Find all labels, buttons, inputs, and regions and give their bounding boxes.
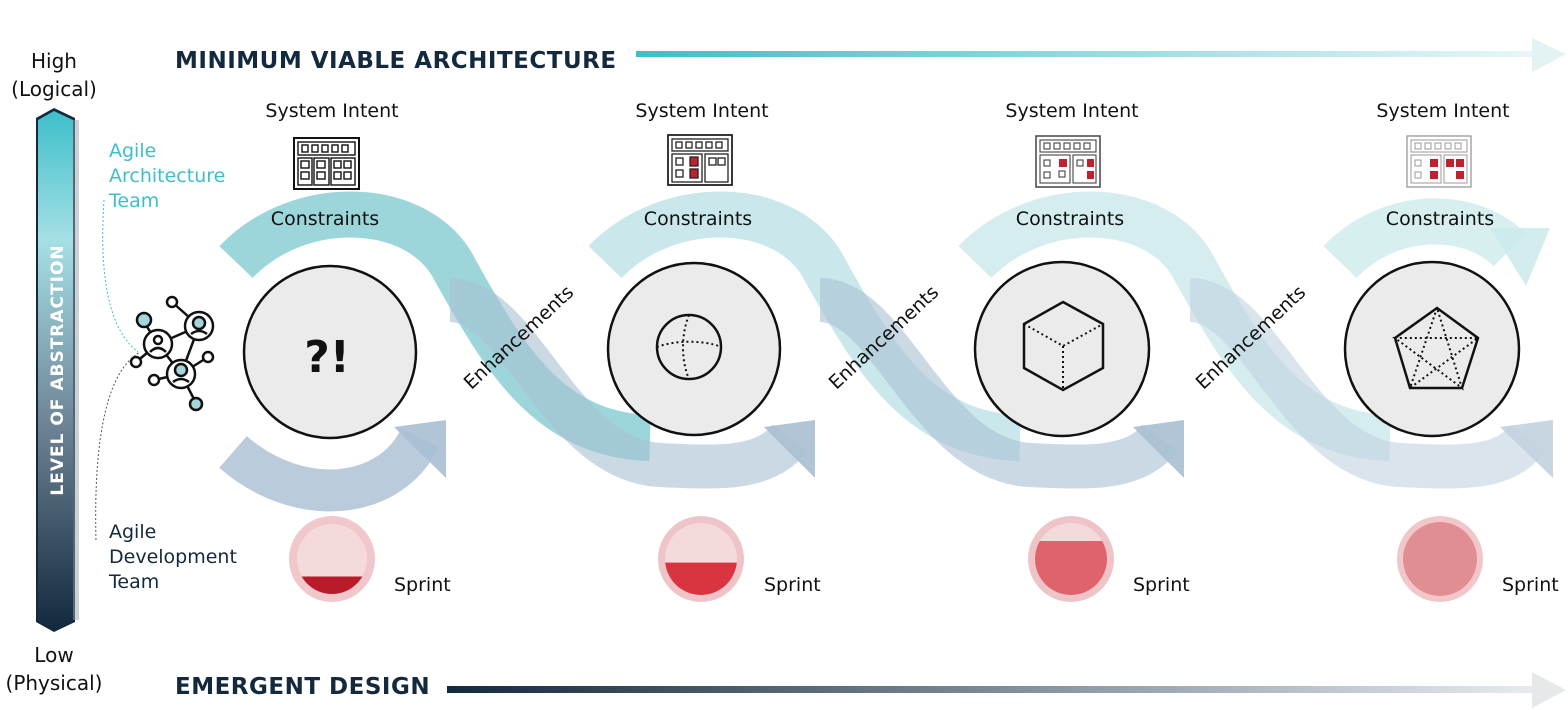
- axis-high-sub-label: (Logical): [11, 77, 97, 101]
- cube-icon: [1022, 300, 1105, 392]
- dev-team-label-3: Team: [108, 571, 159, 593]
- sprint-progress-3: [1028, 516, 1114, 602]
- pentagon-star-icon: [1391, 304, 1482, 391]
- arch-team-label-3: Team: [108, 190, 159, 212]
- sphere-icon: [655, 313, 723, 381]
- design-circle-4: [1343, 260, 1521, 438]
- design-circle-2: [606, 261, 782, 437]
- constraints-arrow-4: [1490, 228, 1550, 286]
- sprint-band-arrow-1: [394, 420, 446, 478]
- sprint-label-2: Sprint: [764, 574, 821, 596]
- arch-team-label-1: Agile: [109, 140, 156, 162]
- system-intent-label-1: System Intent: [265, 100, 398, 122]
- design-circle-1: ?!: [242, 264, 418, 440]
- system-intent-icon-1: [293, 137, 360, 190]
- abstraction-bar: [36, 108, 79, 632]
- dev-wave-3: [817, 278, 1178, 489]
- axis-low-label: Low: [34, 643, 73, 667]
- arch-team-connector: [102, 199, 139, 353]
- question-exclamation-symbol: ?!: [304, 332, 350, 383]
- sprint-band-arrow-3: [1133, 420, 1184, 478]
- bottom-gradient-arrow: [447, 672, 1566, 708]
- title-emergent-design: EMERGENT DESIGN: [175, 674, 430, 700]
- constraints-label-3: Constraints: [1016, 208, 1124, 230]
- sprint-label-4: Sprint: [1502, 574, 1559, 596]
- design-circle-3: [973, 260, 1151, 438]
- axis-high-label: High: [31, 49, 77, 73]
- constraints-label-2: Constraints: [644, 208, 752, 230]
- sprint-band-arrow-4: [1500, 420, 1553, 478]
- arch-team-label-2: Architecture: [109, 165, 225, 187]
- dev-wave-4: [1187, 278, 1546, 489]
- axis-title-level-of-abstraction: LEVEL OF ABSTRACTION: [48, 244, 68, 495]
- sprint-band-arrow-2: [764, 420, 815, 478]
- constraints-label-4: Constraints: [1386, 208, 1494, 230]
- stage-4: [1187, 198, 1553, 489]
- system-intent-label-2: System Intent: [635, 100, 768, 122]
- system-intent-icon-4: [1406, 135, 1472, 188]
- axis-low-sub-label: (Physical): [6, 671, 103, 695]
- constraints-band-4: [1323, 198, 1527, 279]
- sprint-progress-1: [289, 516, 375, 602]
- sprint-progress-4: [1397, 516, 1483, 602]
- system-intent-icon-2: [667, 134, 733, 186]
- dev-team-label-2: Development: [109, 546, 237, 568]
- constraints-label-1: Constraints: [271, 208, 379, 230]
- system-intent-label-3: System Intent: [1005, 100, 1138, 122]
- sprint-band-1: [219, 427, 439, 512]
- dev-team-label-1: Agile: [109, 521, 156, 543]
- sprint-progress-2: [658, 516, 744, 602]
- sprint-label-1: Sprint: [394, 574, 451, 596]
- team-network-icon: [129, 295, 215, 412]
- dev-wave-2: [447, 278, 808, 489]
- system-intent-label-4: System Intent: [1376, 100, 1509, 122]
- top-gradient-arrow: [636, 38, 1566, 72]
- sprint-label-3: Sprint: [1133, 574, 1190, 596]
- title-minimum-viable-architecture: MINIMUM VIABLE ARCHITECTURE: [175, 48, 617, 74]
- system-intent-icon-3: [1035, 135, 1101, 188]
- dev-team-connector: [95, 351, 141, 541]
